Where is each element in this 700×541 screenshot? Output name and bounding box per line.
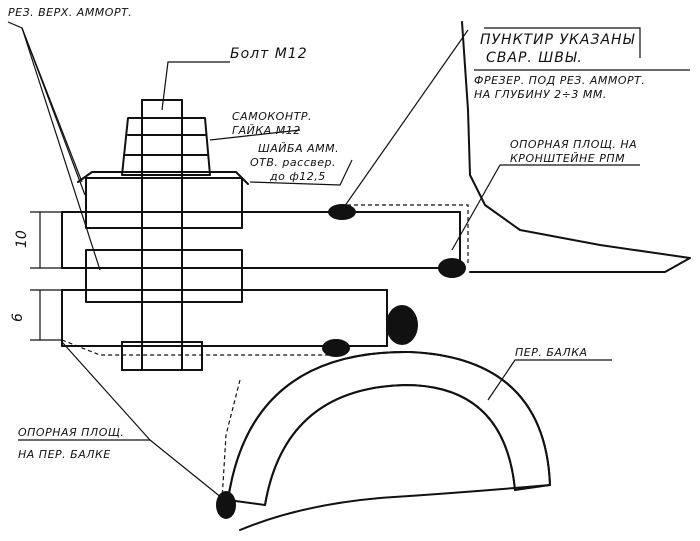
label-weld-2: СВАР. ШВЫ. [486, 50, 583, 66]
dimension-lower-value: 6 [10, 313, 26, 322]
bolt-m12 [121, 99, 203, 371]
upper-plate [61, 211, 461, 269]
label-rpm-2: КРОНШТЕЙНЕ РПМ [510, 152, 625, 165]
label-front-beam: ПЕР. БАЛКА [515, 346, 588, 359]
label-weld-1: ПУНКТИР УКАЗАНЫ [480, 32, 635, 48]
label-nut-2: ГАЙКА М12 [232, 124, 301, 137]
weld-points [216, 204, 466, 519]
front-beam [227, 350, 551, 531]
label-bolt: Болт М12 [230, 46, 308, 62]
label-rubber-top: РЕЗ. ВЕРХ. АММОРТ. [8, 6, 132, 19]
label-washer-2: ОТВ. рассвер. [250, 156, 336, 169]
weld-seam-upper [340, 204, 469, 265]
leader-lines [7, 21, 690, 499]
lower-rubber-pad [85, 249, 243, 303]
label-washer-1: ШАЙБА АММ. [258, 142, 339, 155]
dimension-upper: 10 [14, 211, 62, 269]
dimension-lower: 6 [10, 289, 62, 341]
rpm-bracket [461, 21, 691, 273]
self-locking-nut [121, 117, 211, 176]
label-beam-1: ОПОРНАЯ ПЛОЩ. [18, 426, 124, 439]
weld-seam-left [221, 379, 241, 501]
label-mill-2: НА ГЛУБИНУ 2÷3 ММ. [474, 88, 607, 101]
label-beam-2: НА ПЕР. БАЛКЕ [18, 448, 111, 461]
dimension-upper-value: 10 [14, 230, 30, 248]
label-washer-3: до ф12,5 [269, 170, 326, 183]
lower-plate [61, 289, 388, 347]
label-mill-1: ФРЕЗЕР. ПОД РЕЗ. АММОРТ. [474, 74, 645, 87]
label-nut-1: САМОКОНТР. [232, 110, 312, 123]
upper-rubber-pad [77, 171, 249, 229]
label-rpm-1: ОПОРНАЯ ПЛОЩ. НА [510, 138, 637, 151]
